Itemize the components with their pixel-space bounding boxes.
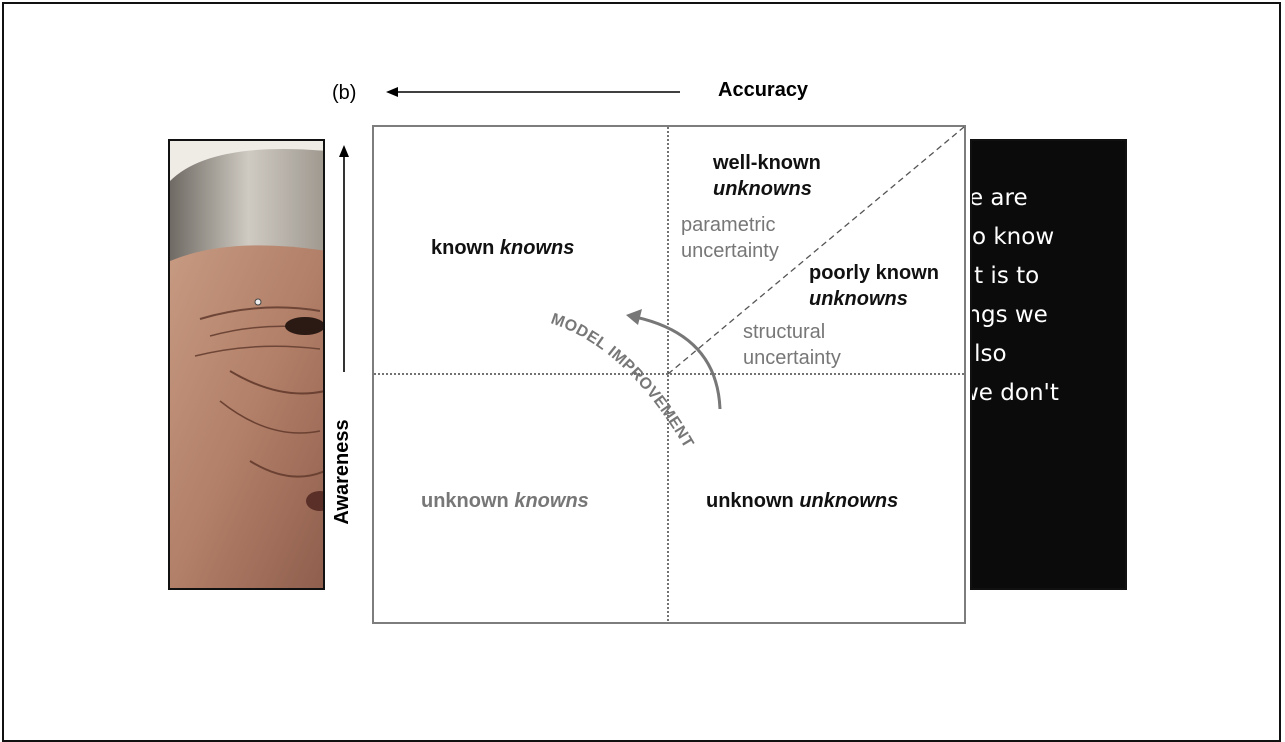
- quadrant-lines: MODEL IMPROVEMENT: [374, 126, 965, 622]
- quadrant-text: uncertainty: [681, 240, 779, 262]
- quadrant-text: unknown: [706, 490, 800, 512]
- quadrant-text: parametric: [681, 214, 776, 236]
- quadrant-text-italic: knowns: [514, 490, 589, 512]
- quadrant-box: MODEL IMPROVEMENT known knowns well-know…: [372, 125, 966, 624]
- arc-arrowhead: [626, 309, 642, 325]
- axis-arrows: [339, 87, 680, 372]
- quadrant-text: poorly known: [809, 262, 939, 284]
- quote-text: re are so know at is to ings we also we …: [970, 179, 1059, 413]
- x-axis-label: Accuracy: [718, 79, 809, 101]
- improvement-arc: [634, 315, 722, 410]
- unknown-unknowns: unknown unknowns: [706, 490, 898, 513]
- quadrant-text: uncertainty: [743, 347, 841, 369]
- quote-line: re are: [970, 185, 1028, 211]
- quote-line: also: [972, 341, 1007, 367]
- quote-line: we don't: [972, 380, 1059, 406]
- unknown-knowns: unknown knowns: [421, 490, 589, 513]
- quadrant-text-italic: knowns: [499, 237, 575, 259]
- poorly-known-unknowns: poorly known unknowns: [809, 260, 939, 312]
- diagonal-divider: [667, 126, 965, 375]
- structural-uncertainty: structural uncertainty: [743, 319, 841, 371]
- quote-line: so know: [971, 224, 1055, 250]
- quote-line: at is to: [972, 263, 1040, 289]
- quadrant-text-italic: unknowns: [799, 490, 899, 512]
- quote-line: ings we: [972, 302, 1048, 328]
- y-axis-label: Awareness: [331, 419, 353, 525]
- known-knowns: known knowns: [431, 237, 574, 260]
- well-known-unknowns: well-known unknowns: [713, 150, 821, 202]
- portrait-photo: [168, 139, 325, 590]
- quote-panel: re are so know at is to ings we also we …: [970, 139, 1127, 590]
- quadrant-text: well-known: [713, 152, 821, 174]
- panel-label: (b): [332, 82, 357, 104]
- quadrant-text: structural: [743, 321, 826, 343]
- quadrant-text: unknown: [421, 490, 515, 512]
- quadrant-text-italic: unknowns: [809, 288, 908, 310]
- quadrant-text-italic: unknowns: [713, 178, 812, 200]
- quadrant-text: known: [431, 237, 500, 259]
- parametric-uncertainty: parametric uncertainty: [681, 212, 779, 264]
